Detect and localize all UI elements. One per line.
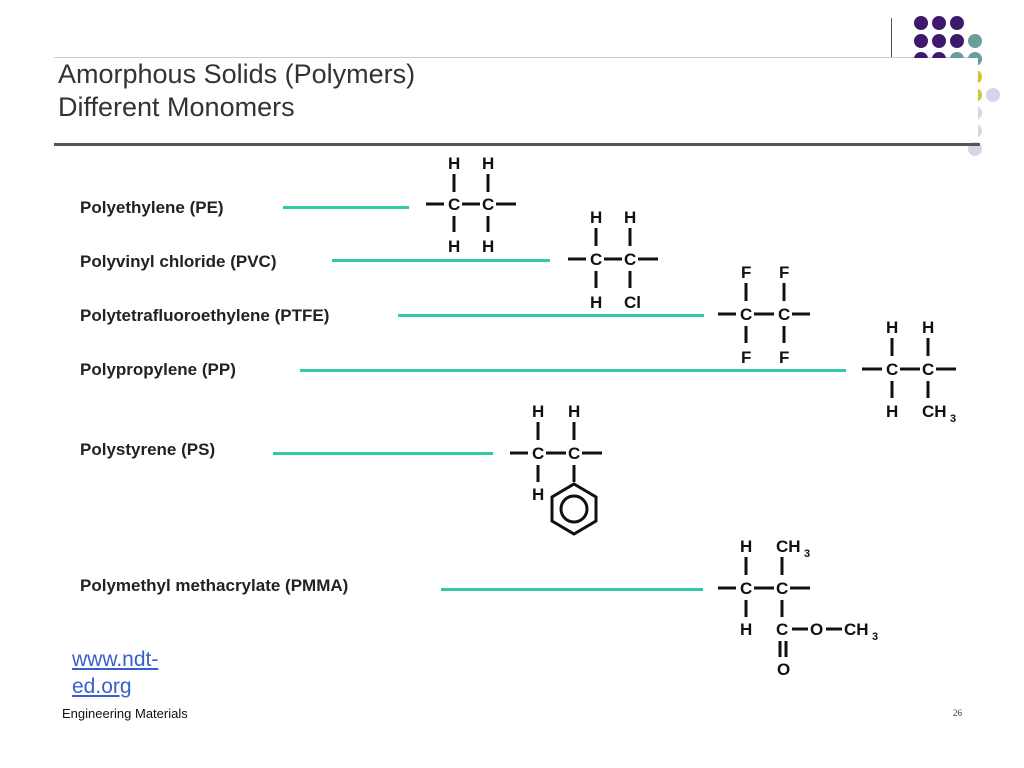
source-link-line-1[interactable]: www.ndt- <box>72 648 159 671</box>
atom-c: C <box>740 579 752 598</box>
dot-icon <box>932 16 946 30</box>
benzene-ring-icon <box>550 482 598 536</box>
source-link[interactable]: www.ndt- ed.org <box>72 646 158 700</box>
monomer-pe: H H C C H H <box>426 154 516 256</box>
connector-pe <box>283 206 409 209</box>
atom-h: H <box>568 402 580 421</box>
polymer-label-pvc: Polyvinyl chloride (PVC) <box>80 252 277 271</box>
connector-pmma <box>441 588 703 591</box>
atom-c: C <box>482 195 494 214</box>
atom-ch3: CH <box>922 402 947 421</box>
atom-ch3: CH <box>776 537 801 556</box>
monomer-pp: H H C C H CH 3 <box>862 318 956 425</box>
atom-c: C <box>590 250 602 269</box>
polymer-label-ptfe: Polytetrafluoroethylene (PTFE) <box>80 306 330 325</box>
atom-h: H <box>886 402 898 421</box>
subscript-3: 3 <box>804 548 810 560</box>
page-number: 26 <box>953 708 962 718</box>
atom-o: O <box>810 620 823 639</box>
atom-c: C <box>886 360 898 379</box>
atom-c: C <box>448 195 460 214</box>
atom-f: F <box>779 263 789 282</box>
atom-h: H <box>922 318 934 337</box>
title-underline <box>54 143 980 146</box>
atom-h: H <box>532 485 544 504</box>
atom-c: C <box>624 250 636 269</box>
dot-icon <box>950 34 964 48</box>
monomer-ps: H H C C H <box>510 402 602 536</box>
atom-h: H <box>590 293 602 312</box>
dot-icon <box>914 34 928 48</box>
subscript-3: 3 <box>872 631 878 643</box>
connector-ps <box>273 452 493 455</box>
dot-icon <box>950 16 964 30</box>
atom-f: F <box>741 263 751 282</box>
polymer-label-pe: Polyethylene (PE) <box>80 198 224 217</box>
monomer-ptfe: F F C C F F <box>718 263 810 367</box>
atom-c: C <box>922 360 934 379</box>
title-line-2: Different Monomers <box>58 92 295 122</box>
atom-f: F <box>741 348 751 367</box>
footer-text: Engineering Materials <box>62 706 188 721</box>
dot-icon <box>932 34 946 48</box>
atom-c: C <box>776 620 788 639</box>
connector-pvc <box>332 259 550 262</box>
atom-h: H <box>448 237 460 256</box>
source-link-line-2[interactable]: ed.org <box>72 675 132 698</box>
atom-h: H <box>482 237 494 256</box>
connector-ptfe <box>398 314 704 317</box>
atom-c: C <box>740 305 752 324</box>
connector-pp <box>300 369 846 372</box>
atom-h: H <box>482 154 494 173</box>
dot-icon <box>914 16 928 30</box>
atom-h: H <box>740 537 752 556</box>
subscript-3: 3 <box>950 413 956 425</box>
atom-h: H <box>740 620 752 639</box>
atom-h: H <box>448 154 460 173</box>
slide-title: Amorphous Solids (Polymers) Different Mo… <box>58 58 415 124</box>
atom-h: H <box>590 208 602 227</box>
polymer-label-ps: Polystyrene (PS) <box>80 440 216 459</box>
polymer-label-pp: Polypropylene (PP) <box>80 360 236 379</box>
atom-h: H <box>624 208 636 227</box>
atom-ch3: CH <box>844 620 869 639</box>
atom-cl: Cl <box>624 293 641 312</box>
polymer-label-pmma: Polymethyl methacrylate (PMMA) <box>80 576 349 595</box>
dot-icon <box>986 88 1000 102</box>
header-divider-vertical <box>891 18 892 58</box>
atom-o: O <box>777 660 790 679</box>
title-band <box>54 58 978 142</box>
atom-c: C <box>568 444 580 463</box>
atom-c: C <box>776 579 788 598</box>
atom-h: H <box>532 402 544 421</box>
dot-icon <box>968 34 982 48</box>
header-divider-horizontal <box>54 57 980 58</box>
monomer-pmma: H CH 3 C C H C O CH 3 O <box>718 537 878 679</box>
monomer-pvc: H H C C H Cl <box>568 208 658 312</box>
atom-c: C <box>778 305 790 324</box>
benzene-ring-inner <box>559 494 589 524</box>
atom-c: C <box>532 444 544 463</box>
atom-f: F <box>779 348 789 367</box>
atom-h: H <box>886 318 898 337</box>
title-line-1: Amorphous Solids (Polymers) <box>58 59 416 89</box>
